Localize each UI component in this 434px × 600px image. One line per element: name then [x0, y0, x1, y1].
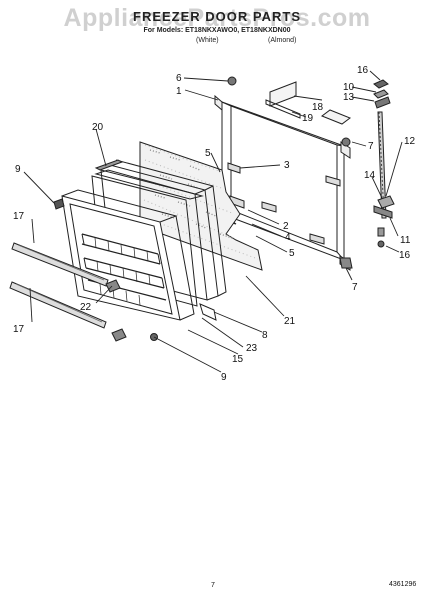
- variant-almond: (Almond): [268, 37, 297, 44]
- callout-19: 19: [302, 113, 314, 124]
- callout-23: 23: [246, 343, 258, 354]
- callout-20: 20: [92, 122, 104, 133]
- callout-18: 18: [312, 102, 324, 113]
- callout-12: 12: [404, 136, 416, 147]
- callout-7-upper: 7: [368, 141, 374, 152]
- diagram-title: FREEZER DOOR PARTS: [133, 9, 301, 24]
- callout-2: 2: [283, 221, 289, 232]
- callout-10: 10: [343, 82, 355, 93]
- callout-1: 1: [176, 86, 182, 97]
- door-stop-7: [339, 257, 353, 269]
- callout-21: 21: [284, 316, 296, 327]
- door-handle-top: [11, 242, 109, 287]
- callout-9-upper: 9: [15, 164, 21, 175]
- callout-8: 8: [262, 330, 268, 341]
- callout-5-upper: 5: [205, 148, 211, 159]
- document-number: 4361296: [389, 581, 417, 588]
- callout-16-upper: 16: [357, 65, 369, 76]
- hinge-pin-assembly: [373, 79, 395, 248]
- watermark: AppliancePartsPros.com: [63, 4, 371, 32]
- screw-7-upper: [341, 137, 351, 147]
- callout-4: 4: [285, 232, 291, 243]
- callout-3: 3: [284, 160, 290, 171]
- screw-9-upper: [53, 198, 65, 210]
- callout-14: 14: [364, 170, 376, 181]
- callout-numbers: 1 2 3 4 5 5 6 7 7 8 9 9 10 11 12 13 14 1…: [13, 65, 416, 383]
- callout-9-lower: 9: [221, 372, 227, 383]
- liner-shelves: [81, 233, 167, 306]
- callout-7-lower: 7: [352, 282, 358, 293]
- callout-11: 11: [400, 235, 411, 246]
- callout-13: 13: [343, 92, 355, 103]
- callout-6: 6: [176, 73, 182, 84]
- model-list: For Models: ET18NKXAWO0, ET18NKXDN00: [143, 27, 291, 34]
- callout-17-upper: 17: [13, 211, 25, 222]
- handle-end-cap-bottom: [111, 328, 127, 342]
- callout-5-lower: 5: [289, 248, 295, 259]
- leader-lines: [23, 70, 403, 373]
- door-liner: [61, 189, 195, 321]
- callout-15: 15: [232, 354, 244, 365]
- callout-17-lower: 17: [13, 324, 25, 335]
- callout-22: 22: [80, 302, 92, 313]
- variant-white: (White): [196, 37, 219, 44]
- callout-16-lower: 16: [399, 250, 411, 261]
- stop-bracket-20: [94, 159, 124, 171]
- page-number: 7: [211, 582, 215, 589]
- screw-6: [227, 76, 237, 86]
